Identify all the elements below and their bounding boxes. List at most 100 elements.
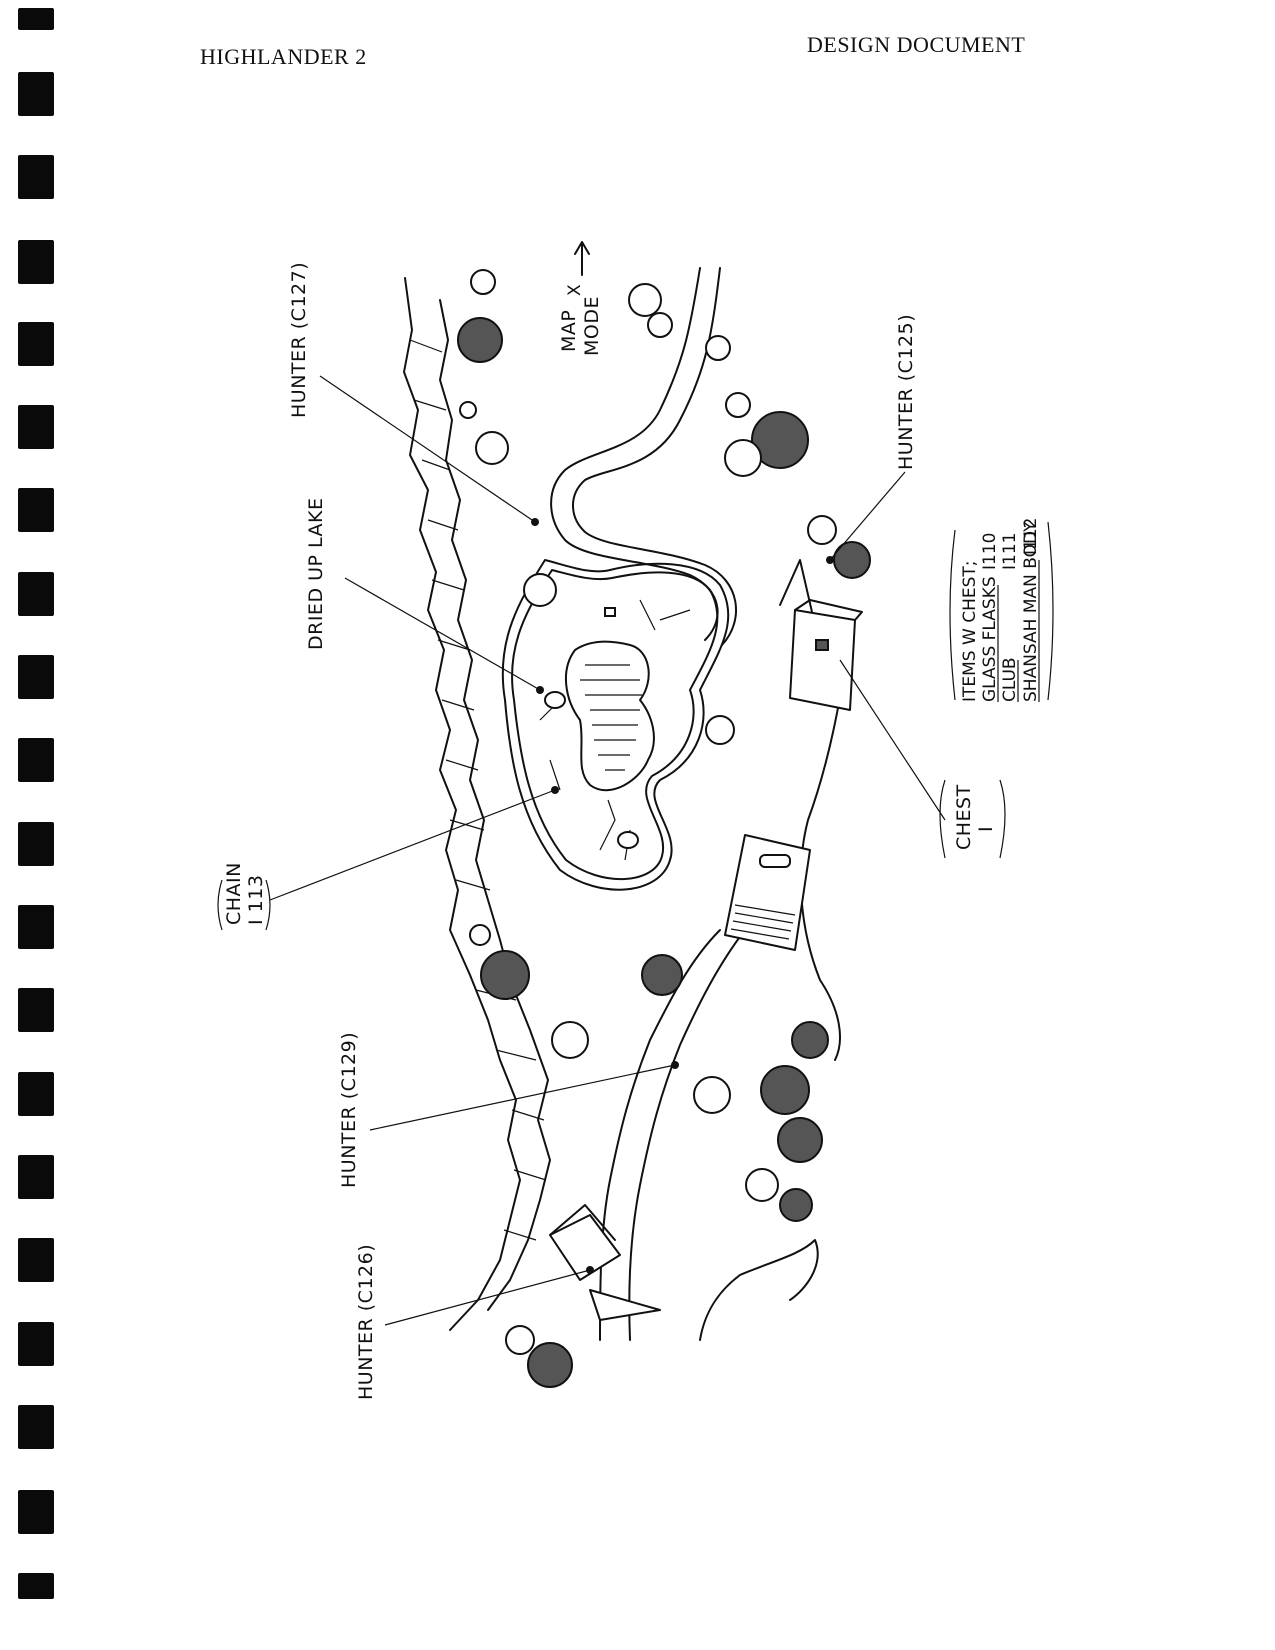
binding-hole [18,1405,54,1449]
tree [693,1076,731,1114]
binding-hole [18,738,54,782]
rock [604,607,616,617]
chest-item-name: GLASS FLASKS [980,576,1000,702]
tree [725,392,751,418]
road-edge-left [550,267,719,641]
tree [791,1021,829,1059]
tree [807,515,837,545]
rock [617,831,639,849]
header-doc-type: DESIGN DOCUMENT [807,32,1026,57]
lake-basin-inner [511,569,719,880]
tree [779,1188,813,1222]
tree [551,1021,589,1059]
chest-items-heading: ITEMS W CHEST; [960,560,980,702]
binding-hole [18,72,54,116]
binding-hole [18,322,54,366]
binding-hole [18,240,54,284]
valley-edge-lower [699,1239,819,1341]
header-title: HIGHLANDER 2 [200,44,367,69]
hut-lower [549,1204,661,1321]
binding-hole [18,988,54,1032]
binding-hole [18,572,54,616]
marker-hunter-c127 [531,518,539,526]
leader-hunter-c125 [829,471,906,561]
compass-mark: X [565,284,585,296]
tree [760,1065,810,1115]
hut-chest [779,559,863,711]
label-chain-id: I 113 [245,875,267,925]
tree [523,573,557,607]
binding-hole [18,405,54,449]
chest-callout: CHEST I [939,779,1006,859]
water-pool [564,640,655,792]
binding-hole [18,1238,54,1282]
label-chain: CHAIN [223,862,245,925]
marker-hunter-c129 [671,1061,679,1069]
chain-callout: CHAIN I 113 [217,862,271,931]
tree [641,954,683,996]
binding-hole [18,905,54,949]
road-lower-right [628,929,746,1341]
binding-hole [18,8,54,30]
binding-hole [18,1322,54,1366]
cliff-ridge-outer [403,277,521,1331]
chest-item-id: I110 [980,533,1000,570]
label-chest: CHEST [953,784,975,850]
chest-item-name: CLUB [1000,657,1020,702]
label-hunter-c125: HUNTER (C125) [895,314,917,470]
tree [470,269,496,295]
binding-hole [18,155,54,199]
chest-item-id: I111 [1000,533,1020,570]
label-dried-up-lake: DRIED UP LAKE [305,498,327,651]
water-ripples [580,664,642,771]
tree [457,317,503,363]
leader-dried-lake [344,577,541,691]
label-hunter-c129: HUNTER (C129) [338,1032,360,1188]
binding-hole [18,1072,54,1116]
label-hunter-c126: HUNTER (C126) [355,1244,377,1400]
tree [505,1325,535,1355]
tree [527,1342,573,1388]
marker-chain [551,786,559,794]
tree [475,431,509,465]
leader-hunter-c126 [384,1269,591,1326]
tree [751,411,809,469]
cliff-hatching [409,339,547,1241]
tree [833,541,871,579]
cliff-ridge-inner [439,299,551,1311]
leader-hunter-c129 [369,1064,676,1131]
tree [745,1168,779,1202]
marker-hunter-c125 [826,556,834,564]
rock [544,691,566,709]
tree [480,950,530,1000]
tree [628,283,662,317]
tree [777,1117,823,1163]
compass-mode-label: MODE [581,296,603,356]
north-arrow-icon [574,241,590,276]
binding-hole [18,1155,54,1199]
leader-hunter-c127 [319,375,536,523]
tree [724,439,762,477]
label-hunter-c127: HUNTER (C127) [288,262,310,418]
label-chest-id: I [975,826,997,832]
binding-hole [18,488,54,532]
hut-gate [724,834,811,951]
binding-hole [18,1573,54,1599]
marker-dried-lake [536,686,544,694]
tree [469,924,491,946]
tree [705,335,731,361]
chest-items-note: ITEMS W CHEST; GLASS FLASKS I110 CLUB I1… [949,518,1054,702]
binding-hole [18,822,54,866]
binding-hole [18,1490,54,1534]
lake-basin-outline [501,559,730,891]
tree [705,715,735,745]
tree [647,312,673,338]
binding-holes [18,0,62,1650]
leader-chest [839,659,946,821]
binding-hole [18,655,54,699]
chest-item-name: SHANSAH MAN BODY [1021,521,1041,702]
leader-chain [269,789,556,901]
chest-item-id: I112 [1021,518,1041,555]
